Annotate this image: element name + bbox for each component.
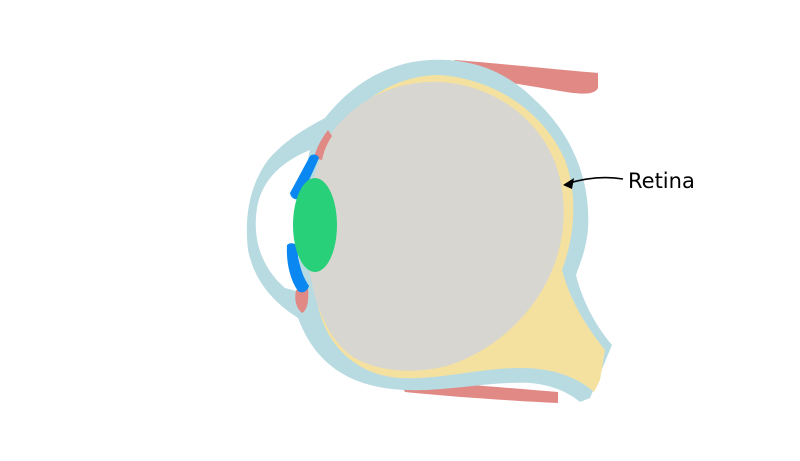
vitreous-body	[306, 81, 564, 371]
retina-pointer-arrowhead	[563, 178, 574, 189]
iris-lower	[286, 243, 309, 293]
iris-upper	[290, 154, 319, 200]
ciliary-body-lower	[295, 288, 309, 313]
ciliary-body-upper	[314, 130, 332, 160]
retina-label: Retina	[628, 169, 695, 193]
lens	[293, 178, 337, 272]
